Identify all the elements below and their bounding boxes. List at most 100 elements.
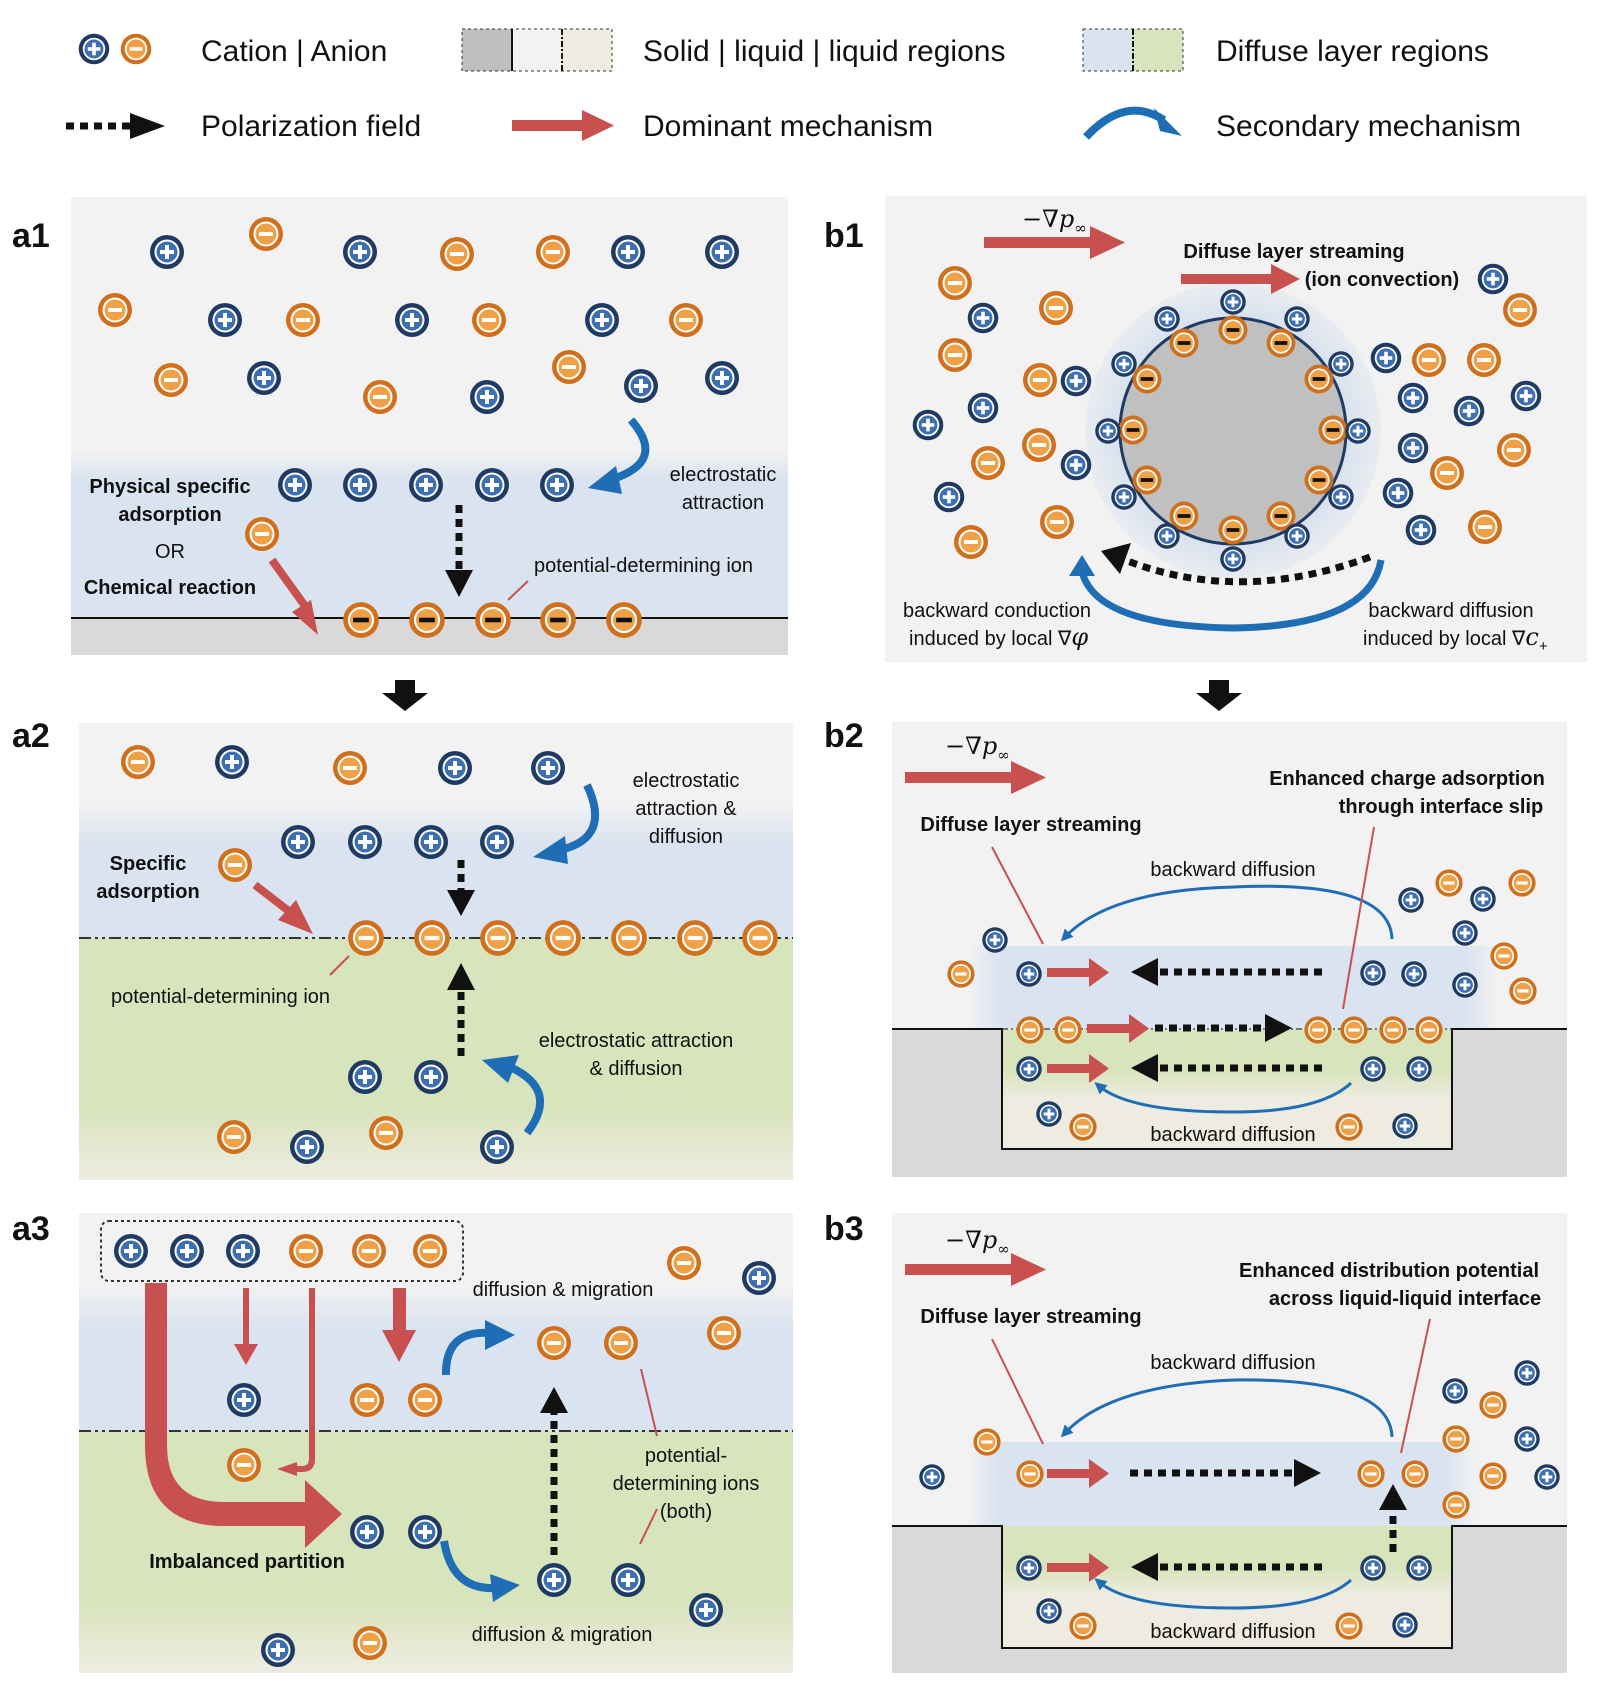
b2-backward-diffusion-arrows (1060, 884, 1394, 1114)
panel-label-b2: b2 (824, 717, 864, 755)
b2-bd-top: backward diffusion (1150, 859, 1315, 881)
legend-diffuse: Diffuse layer regions (1216, 35, 1489, 68)
a2-ea3: diffusion (649, 826, 723, 848)
b3-pressure-arrow (905, 1253, 1046, 1286)
a1-pdi-leader (507, 580, 529, 601)
b2-bd-bottom: backward diffusion (1150, 1124, 1315, 1146)
a3-pdis2: determining ions (613, 1473, 760, 1495)
b3-backward-diffusion-arrows (1060, 1378, 1394, 1610)
a3-diff-mig-top: diffusion & migration (473, 1279, 654, 1301)
a2-specific: Specific (110, 853, 187, 875)
a2-polarization-arrow-down (447, 860, 475, 916)
a1-electrostatic: electrostatic (670, 464, 777, 486)
a1-dominant-arrow (268, 557, 318, 635)
b2-grad-p: −∇p∞ (945, 732, 1010, 764)
a1-adsorption: adsorption (118, 504, 221, 526)
a2-ead1: electrostatic attraction (539, 1030, 734, 1052)
b1-bd2: induced by local ∇c+ (1363, 623, 1548, 655)
diffuse-swatch (1082, 28, 1184, 72)
a2-ea2: attraction & (635, 798, 737, 820)
b3-edp2: across liquid-liquid interface (1269, 1288, 1541, 1310)
polarization-arrow-icon (66, 113, 165, 139)
a3-pdis1: potential- (645, 1445, 727, 1467)
a3-dominant-arrows (145, 1283, 416, 1548)
a3-pdis-leader-bottom (639, 1508, 658, 1545)
panel-a2: a2 (12, 717, 793, 1180)
panel-label-a2: a2 (12, 717, 50, 755)
a1-attraction: attraction (682, 492, 764, 514)
panel-label-a3: a3 (12, 1210, 50, 1248)
b1-dls: Diffuse layer streaming (1183, 241, 1404, 263)
b3-polarization-arrows (1130, 1459, 1407, 1581)
b2-dls-leader (991, 846, 1044, 945)
legend-secondary: Secondary mechanism (1216, 110, 1521, 143)
a2-polarization-arrow-up (447, 963, 475, 1056)
a3-imbalanced: Imbalanced partition (149, 1551, 345, 1573)
a2-ead2: & diffusion (589, 1058, 682, 1080)
b2-diffuse-streaming-layer (968, 946, 1498, 1029)
panel-label-b1: b1 (824, 217, 864, 255)
a2-secondary-arrow-bottom (482, 1055, 545, 1136)
down-arrow-b1-b2 (1196, 680, 1242, 711)
legend-cation-anion: Cation | Anion (201, 35, 387, 68)
b1-polarization-arrow (1101, 543, 1372, 586)
b2-eca-leader (1342, 826, 1375, 1010)
legend-dominant: Dominant mechanism (643, 110, 933, 143)
b2-dominant-arrows (1047, 958, 1149, 1083)
b1-bc2: induced by local ∇φ (909, 623, 1088, 651)
secondary-arrow-icon (1083, 106, 1182, 140)
a1-pdi-label: potential-determining ion (534, 555, 753, 577)
a3-polarization-arrow (540, 1387, 568, 1555)
a3-secondary-arrow-top (441, 1320, 515, 1376)
b3-dominant-arrows (1047, 1459, 1109, 1582)
a2-dominant-arrow (252, 881, 313, 934)
b3-grad-p: −∇p∞ (945, 1226, 1010, 1258)
b1-particle (1118, 316, 1348, 546)
dominant-arrow-icon (512, 110, 614, 141)
a2-pdi-label: potential-determining ion (111, 986, 330, 1008)
regions-swatch (461, 28, 613, 72)
a1-secondary-arrow (588, 417, 650, 494)
down-arrow-a1-a2 (382, 680, 428, 711)
panel-label-b3: b3 (824, 1210, 864, 1248)
b2-polarization-arrows (1131, 958, 1322, 1082)
panel-a1: a1 (12, 197, 788, 655)
legend: Cation | Anion Solid | liquid | liquid r… (66, 28, 1521, 143)
a1-polarization-arrow (445, 505, 473, 597)
b3-bd-top: backward diffusion (1150, 1352, 1315, 1374)
a3-pdis3: (both) (660, 1501, 712, 1523)
a1-or: OR (155, 541, 185, 563)
b3-diffuse-streaming-layer (968, 1442, 1476, 1526)
panel-label-a1: a1 (12, 217, 50, 255)
panel-a3: a3 (12, 1210, 793, 1673)
cation-icon (78, 33, 110, 65)
b1-grad-p: −∇p∞ (1022, 205, 1087, 237)
b3-dls-leader (991, 1338, 1044, 1445)
legend-regions: Solid | liquid | liquid regions (643, 35, 1005, 68)
b3-dls: Diffuse layer streaming (920, 1306, 1141, 1328)
b1-ion-conv: (ion convection) (1305, 269, 1459, 291)
a3-secondary-arrow-bottom (440, 1540, 520, 1602)
anion-icon (120, 33, 152, 65)
a3-pdis-leader-top (640, 1368, 658, 1437)
b1-pressure-arrow (984, 226, 1125, 259)
b1-streaming-arrow (1181, 264, 1300, 294)
b2-eca2: through interface slip (1339, 796, 1543, 818)
b1-bc1: backward conduction (903, 600, 1091, 622)
a1-physical-specific: Physical specific (89, 476, 250, 498)
a3-source-box (100, 1220, 464, 1282)
b2-eca1: Enhanced charge adsorption (1269, 768, 1545, 790)
b3-edp1: Enhanced distribution potential (1239, 1260, 1539, 1282)
a2-secondary-arrow-top (533, 783, 600, 864)
b1-secondary-arrow (1069, 555, 1385, 632)
b2-pressure-arrow (905, 761, 1046, 794)
b3-edp-leader (1400, 1318, 1431, 1454)
panel-b2: b2 (824, 717, 1567, 1177)
a1-chemical-reaction: Chemical reaction (84, 577, 256, 599)
a2-adsorption: adsorption (96, 881, 199, 903)
panel-b3: b3 (824, 1210, 1567, 1673)
a3-diff-mig-bottom: diffusion & migration (472, 1624, 653, 1646)
b1-bd1: backward diffusion (1368, 600, 1533, 622)
legend-polarization: Polarization field (201, 110, 421, 143)
